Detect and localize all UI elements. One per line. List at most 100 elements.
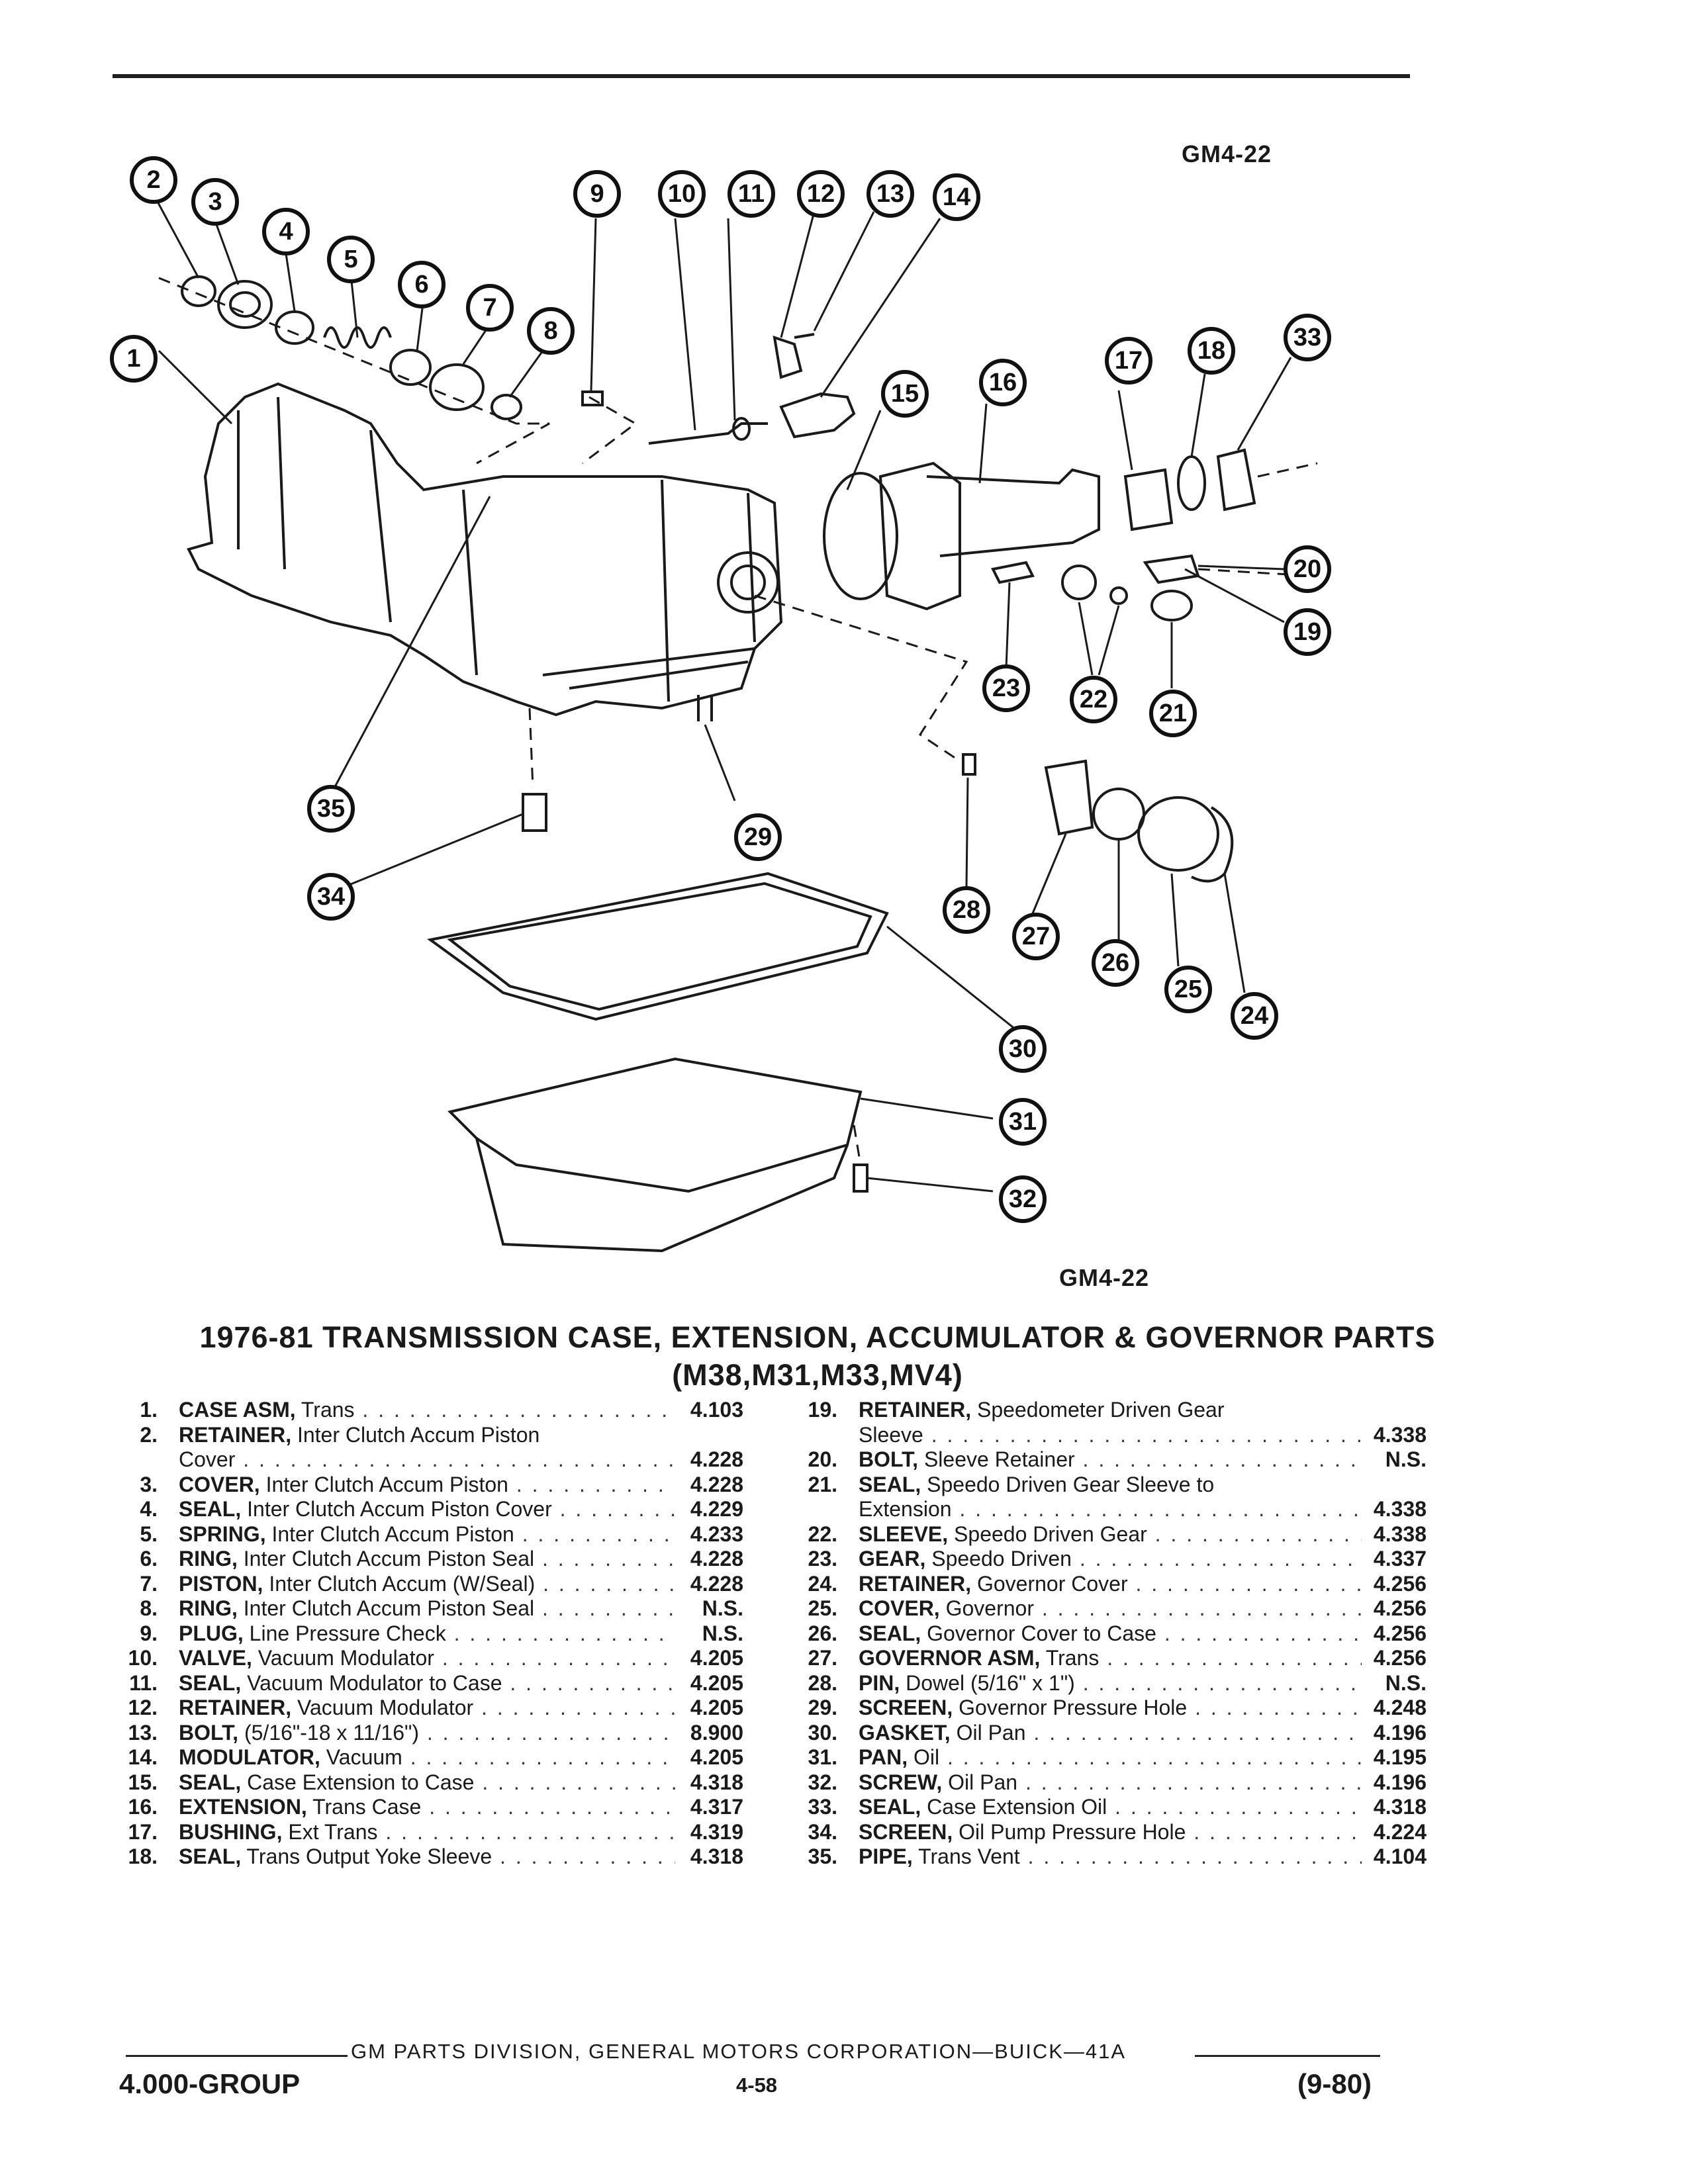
transmission-case <box>187 382 783 717</box>
callout-16: 16 <box>979 359 1027 406</box>
oil-pan-gasket <box>427 872 889 1021</box>
parts-list-left: 1.CASE ASM, Trans . . . . . . . . . . . … <box>118 1398 743 1870</box>
part-number: 33. <box>808 1795 837 1819</box>
part-description-continued: Extension . . . . . . . . . . . . . . . … <box>859 1497 1362 1521</box>
group-number: 4.196 <box>1373 1770 1427 1794</box>
part-row: 27.GOVERNOR ASM, Trans . . . . . . . . .… <box>798 1646 1427 1671</box>
part-name: RETAINER, <box>859 1398 972 1422</box>
part-description: SEAL, Case Extension to Case . . . . . .… <box>179 1770 675 1794</box>
part-number: 7. <box>140 1571 158 1596</box>
page-number: 4-58 <box>736 2073 778 2097</box>
part-number: 28. <box>808 1670 837 1695</box>
part-name: PLUG, <box>179 1621 244 1645</box>
svg-text:1: 1 <box>126 345 140 373</box>
part-number: 9. <box>140 1621 158 1645</box>
svg-text:15: 15 <box>891 380 919 408</box>
part-name: MODULATOR, <box>179 1745 320 1769</box>
oil-pan <box>447 1057 863 1193</box>
svg-text:5: 5 <box>344 246 357 273</box>
part-number: 32. <box>808 1770 837 1794</box>
callout-4: 4 <box>262 208 310 255</box>
group-number: N.S. <box>702 1621 743 1645</box>
part-number: 22. <box>808 1522 837 1546</box>
part-row: 28.PIN, Dowel (5/16" x 1") . . . . . . .… <box>798 1671 1427 1696</box>
callout-27: 27 <box>1012 913 1060 960</box>
part-number: 24. <box>808 1571 837 1596</box>
callout-3: 3 <box>191 178 239 226</box>
callout-31: 31 <box>999 1098 1047 1146</box>
svg-text:13: 13 <box>876 180 904 208</box>
part-description-continued: Sleeve . . . . . . . . . . . . . . . . .… <box>859 1422 1362 1447</box>
group-number: 4.233 <box>690 1522 743 1546</box>
part-description: SEAL, Case Extension Oil . . . . . . . .… <box>859 1795 1362 1819</box>
part-number: 5. <box>140 1522 158 1546</box>
footer-rule-left <box>126 2055 348 2057</box>
part-number: 29. <box>808 1696 837 1719</box>
part-name: PISTON, <box>179 1571 263 1596</box>
group-number: 4.248 <box>1373 1696 1427 1719</box>
part-name: SEAL, <box>179 1670 242 1695</box>
part-name: SCREEN, <box>859 1819 953 1844</box>
callout-29: 29 <box>734 813 782 861</box>
part-row: 21.SEAL, Speedo Driven Gear Sleeve to <box>798 1473 1427 1498</box>
part-name: BUSHING, <box>179 1819 283 1844</box>
callout-5: 5 <box>327 236 375 283</box>
part-row: 24.RETAINER, Governor Cover . . . . . . … <box>798 1572 1427 1597</box>
svg-text:23: 23 <box>992 674 1020 702</box>
svg-text:27: 27 <box>1022 923 1050 950</box>
part-name: EXTENSION, <box>179 1795 307 1819</box>
part-description: GOVERNOR ASM, Trans . . . . . . . . . . … <box>859 1646 1362 1670</box>
svg-text:9: 9 <box>590 180 604 208</box>
exploded-diagram: 1 2 3 4 5 6 7 8 9 10 11 12 13 14 15 16 1… <box>110 156 1331 1253</box>
part-row: 9.PLUG, Line Pressure Check . . . . . . … <box>118 1621 743 1647</box>
part-description: GEAR, Speedo Driven . . . . . . . . . . … <box>859 1547 1362 1570</box>
part-description: EXTENSION, Trans Case . . . . . . . . . … <box>179 1795 675 1819</box>
group-number: 8.900 <box>690 1720 743 1745</box>
part-name: SCREW, <box>859 1770 943 1794</box>
part-description-continued: Cover . . . . . . . . . . . . . . . . . … <box>179 1447 675 1471</box>
part-number: 26. <box>808 1621 837 1645</box>
group-number: 4.256 <box>1373 1596 1427 1620</box>
group-number: 4.196 <box>1373 1720 1427 1745</box>
part-name: SEAL, <box>179 1844 242 1868</box>
svg-text:29: 29 <box>744 823 772 851</box>
callout-8: 8 <box>527 307 575 355</box>
group-number: 4.205 <box>690 1670 743 1695</box>
part-name: SEAL, <box>859 1621 921 1645</box>
callout-25: 25 <box>1164 966 1212 1013</box>
callout-17: 17 <box>1105 337 1152 385</box>
svg-text:16: 16 <box>989 369 1017 396</box>
part-number: 21. <box>808 1472 837 1496</box>
svg-text:28: 28 <box>953 896 980 924</box>
group-number: 4.228 <box>690 1472 743 1496</box>
figure-code-top: GM4-22 <box>1182 140 1272 167</box>
part-description: GASKET, Oil Pan . . . . . . . . . . . . … <box>859 1720 1362 1745</box>
svg-text:31: 31 <box>1009 1108 1037 1136</box>
part-description: RETAINER, Vacuum Modulator . . . . . . .… <box>179 1696 675 1719</box>
callout-11: 11 <box>727 170 775 218</box>
svg-text:17: 17 <box>1115 347 1143 375</box>
part-number: 10. <box>128 1646 158 1670</box>
part-row: 16.EXTENSION, Trans Case . . . . . . . .… <box>118 1795 743 1820</box>
callout-15: 15 <box>881 370 929 418</box>
part-description: SCREEN, Oil Pump Pressure Hole . . . . .… <box>859 1819 1362 1844</box>
page-title: 1976-81 TRANSMISSION CASE, EXTENSION, AC… <box>199 1320 1436 1354</box>
group-number: N.S. <box>1385 1670 1427 1695</box>
component-drawings <box>181 275 1256 1253</box>
svg-text:12: 12 <box>807 180 835 208</box>
part-row: 29.SCREEN, Governor Pressure Hole . . . … <box>798 1696 1427 1721</box>
part-row: 30.GASKET, Oil Pan . . . . . . . . . . .… <box>798 1721 1427 1746</box>
group-number: 4.317 <box>690 1795 743 1819</box>
part-row: 22.SLEEVE, Speedo Driven Gear . . . . . … <box>798 1522 1427 1547</box>
part-name: PAN, <box>859 1745 908 1769</box>
part-name: GOVERNOR ASM, <box>859 1646 1041 1670</box>
part-name: CASE ASM, <box>179 1398 296 1422</box>
svg-text:24: 24 <box>1241 1002 1268 1030</box>
part-row: 2.RETAINER, Inter Clutch Accum Piston <box>118 1423 743 1448</box>
part-number: 20. <box>808 1447 837 1471</box>
part-number: 18. <box>128 1844 158 1868</box>
part-name: SLEEVE, <box>859 1522 949 1546</box>
part-name: BOLT, <box>859 1447 919 1471</box>
group-number: N.S. <box>702 1596 743 1620</box>
group-number: 4.319 <box>690 1819 743 1844</box>
